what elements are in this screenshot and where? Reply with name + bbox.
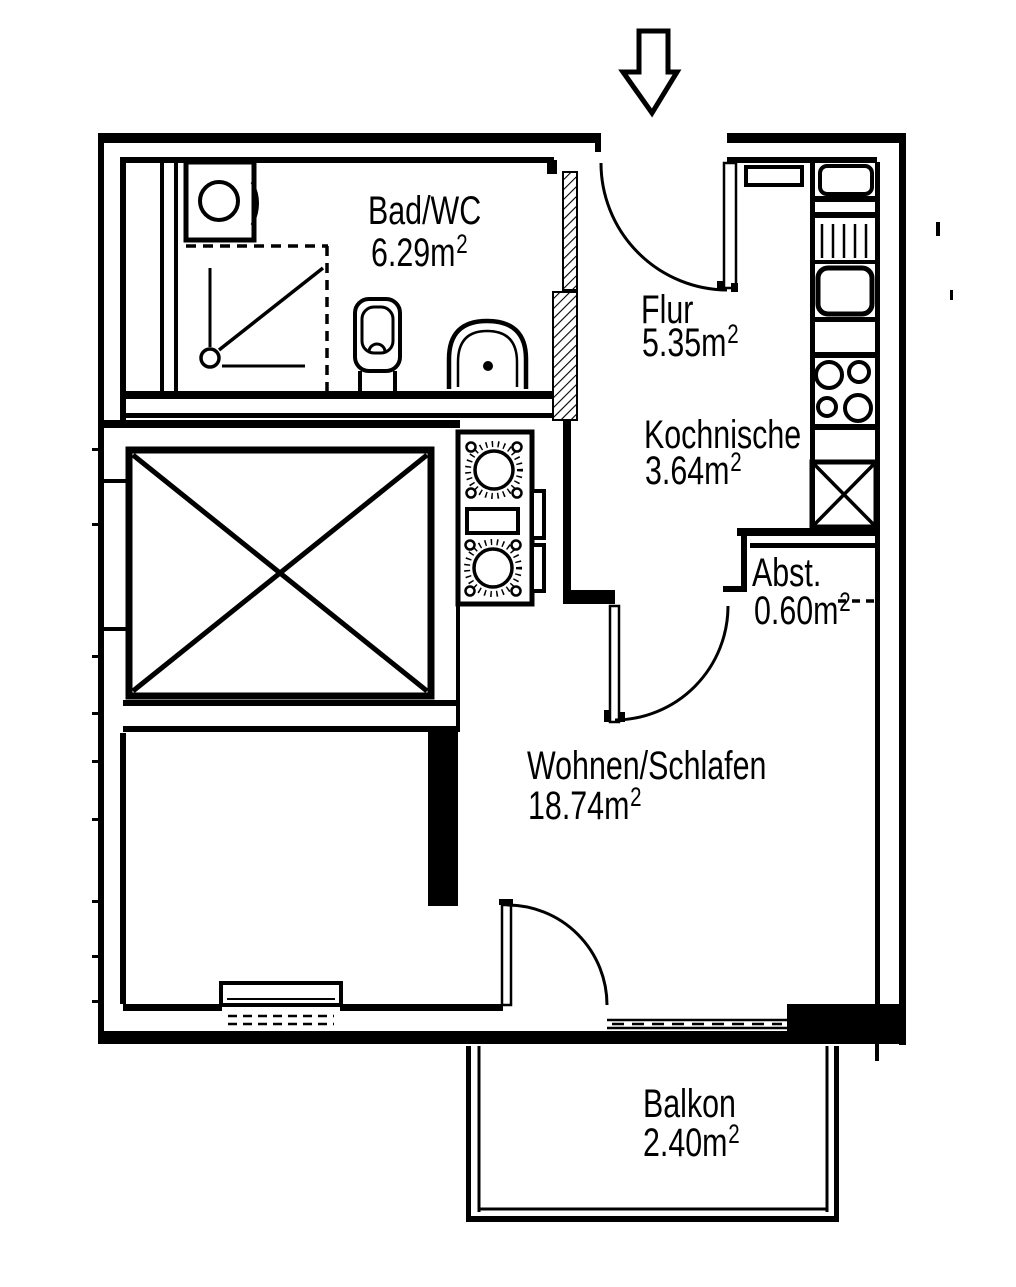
hob-icon	[814, 360, 873, 423]
room-label-kochnische: Kochnische	[644, 413, 802, 457]
laundry-unit-icon	[455, 429, 546, 607]
washing-machine-icon	[183, 159, 259, 243]
room-area-abstellraum: 0.60m2	[754, 587, 851, 633]
room-area-wohnen-schlafen: 18.74m2	[528, 782, 642, 828]
kitchen-cabinet-icon	[809, 459, 879, 530]
living-room-door	[604, 604, 730, 724]
room-area-kochnische: 3.64m2	[645, 447, 742, 493]
entrance-door	[599, 161, 738, 292]
oven-icon	[815, 265, 875, 317]
wardrobe-shelf-icon	[744, 165, 804, 187]
room-area-flur: 5.35m2	[642, 319, 739, 365]
room-label-abstellraum: Abst.	[752, 551, 822, 595]
elevator-shaft-icon	[125, 446, 435, 700]
window-left	[228, 1014, 334, 1026]
room-label-flur: Flur	[641, 288, 694, 332]
washbasin-icon	[446, 318, 529, 389]
room-area-balkon: 2.40m2	[643, 1119, 740, 1165]
room-area-bad-wc: 6.29m2	[371, 229, 468, 275]
kitchen-sink-icon	[818, 164, 874, 196]
bathroom-fixtures	[183, 159, 529, 391]
kitchen-fixtures	[809, 164, 879, 530]
kitchen-counter-icon	[820, 224, 868, 258]
bathroom-door	[552, 171, 578, 421]
radiator-icon	[219, 981, 343, 1007]
shower-icon	[186, 244, 329, 391]
room-label-wohnen-schlafen: Wohnen/Schlafen	[527, 744, 767, 788]
window-south	[607, 1018, 787, 1030]
balcony-walls	[477, 1046, 829, 1212]
toilet-icon	[353, 297, 402, 391]
entrance-arrow-icon	[618, 28, 682, 118]
walls	[92, 133, 953, 1222]
room-label-bad-wc: Bad/WC	[368, 189, 482, 233]
balcony-door	[499, 899, 609, 1007]
room-label-balkon: Balkon	[643, 1082, 736, 1126]
